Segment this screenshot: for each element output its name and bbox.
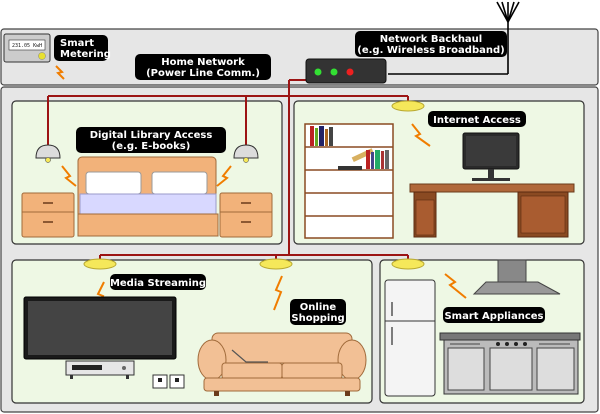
spark-icon [55, 65, 65, 80]
spark-icon [216, 165, 232, 187]
router-led-3 [346, 68, 354, 76]
lamp-icon [35, 144, 61, 163]
meter-icon: 231.05 KwH [3, 33, 51, 63]
power-outlet-icon [152, 374, 185, 389]
label-internet-access: Internet Access [428, 111, 526, 127]
router-led-1 [314, 68, 322, 76]
label-media-streaming: Media Streaming [110, 274, 206, 290]
spark-icon [61, 165, 77, 187]
media-player-icon [65, 360, 135, 379]
router-icon [305, 58, 387, 84]
spark-icon [411, 123, 431, 147]
range-hood-icon [472, 259, 561, 295]
lamp-icon [233, 144, 259, 163]
lamp-icon [391, 100, 425, 112]
nightstand-icon [219, 192, 273, 238]
nightstand-icon [21, 192, 75, 238]
label-home-network: Home Network (Power Line Comm.) [135, 54, 271, 80]
label-digital-library: Digital Library Access (e.g. E-books) [76, 127, 226, 153]
label-smart-appliances: Smart Appliances [443, 307, 545, 323]
label-media-streaming-text: Media Streaming [110, 278, 206, 289]
bed-icon [77, 156, 219, 237]
label-online-shopping: Online Shopping [290, 299, 346, 325]
tv-icon [23, 296, 177, 360]
lamp-icon [83, 258, 117, 270]
label-smart-metering-line2: Metering [60, 49, 111, 60]
label-internet-access-text: Internet Access [433, 115, 521, 126]
label-smart-metering-line1: Smart [60, 38, 94, 49]
label-home-network-line1: Home Network [161, 57, 245, 68]
label-digital-library-line1: Digital Library Access [90, 130, 213, 141]
label-network-backhaul-line1: Network Backhaul [380, 34, 482, 45]
meter-display: 231.05 KwH [12, 43, 42, 49]
bookshelf-icon [304, 123, 394, 239]
power-line-wiring [47, 79, 409, 262]
label-smart-appliances-text: Smart Appliances [444, 311, 543, 322]
antenna-icon [388, 1, 520, 75]
label-network-backhaul: Network Backhaul (e.g. Wireless Broadban… [355, 31, 507, 57]
label-online-shopping-line2: Shopping [291, 313, 344, 324]
label-network-backhaul-line2: (e.g. Wireless Broadband) [357, 45, 504, 56]
monitor-icon [462, 132, 520, 181]
lamp-icon [391, 258, 425, 270]
stove-icon [439, 332, 581, 395]
spark-icon [444, 273, 467, 299]
label-digital-library-line2: (e.g. E-books) [112, 141, 191, 152]
label-smart-metering: Smart Metering [54, 35, 111, 61]
fridge-icon [384, 279, 436, 397]
lamp-icon [259, 258, 293, 270]
label-home-network-line2: (Power Line Comm.) [146, 68, 260, 79]
router-led-2 [330, 68, 338, 76]
spark-icon [273, 275, 283, 311]
sofa-icon [197, 332, 367, 396]
desk-icon [409, 183, 575, 238]
label-online-shopping-line1: Online [300, 302, 337, 313]
